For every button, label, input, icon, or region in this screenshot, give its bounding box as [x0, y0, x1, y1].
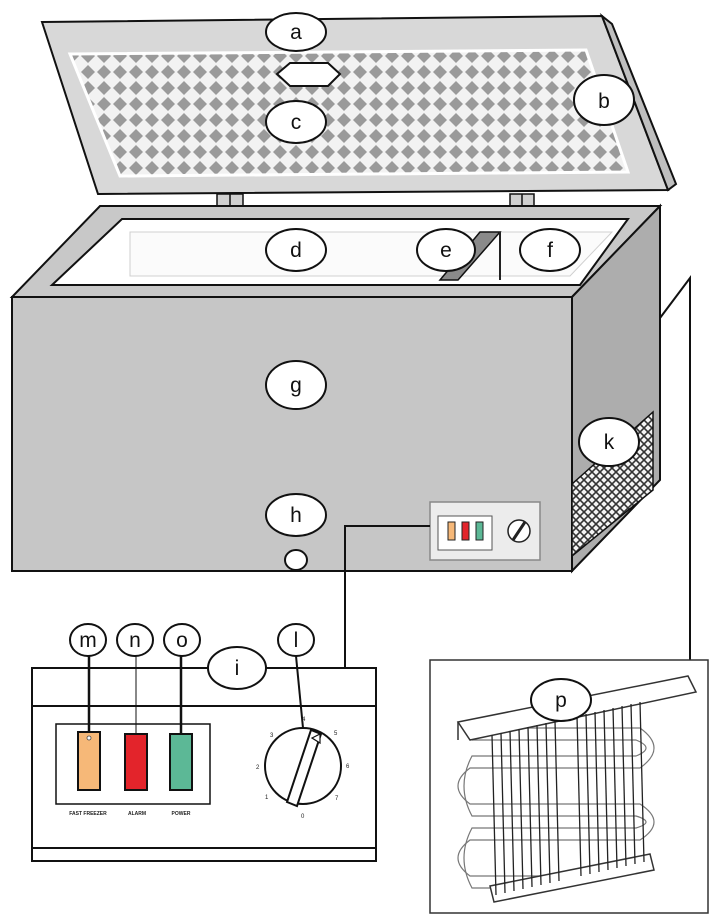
- svg-text:h: h: [290, 504, 302, 527]
- callout-e: e: [416, 228, 476, 272]
- knob-number-4: 4: [302, 717, 306, 723]
- lid: [40, 12, 678, 196]
- callout-o: o: [163, 623, 201, 657]
- drain-plug: [284, 549, 308, 571]
- svg-text:p: p: [555, 689, 567, 712]
- svg-text:g: g: [290, 374, 302, 397]
- callout-g: g: [265, 360, 327, 410]
- connector-line-i: [344, 525, 430, 670]
- label-alarm: ALARM: [128, 811, 146, 817]
- callout-n: n: [116, 623, 154, 657]
- knob-number-5: 5: [334, 731, 338, 737]
- knob-number-2: 2: [256, 765, 260, 771]
- callout-k: k: [578, 417, 640, 467]
- lid-handle: [275, 62, 342, 87]
- callout-b: b: [573, 74, 635, 126]
- svg-text:o: o: [176, 629, 188, 652]
- callout-i: i: [207, 646, 267, 690]
- connector-line-p: [659, 275, 691, 660]
- condenser-wires: [491, 701, 645, 896]
- label-fast-freezer: FAST FREEZER: [69, 811, 107, 817]
- lid-edge: [599, 12, 678, 192]
- small-indicator-alarm: [461, 521, 470, 541]
- callout-d: d: [265, 228, 327, 272]
- label-power: POWER: [172, 811, 191, 817]
- leader-l: [295, 655, 304, 729]
- knob-number-0: 0: [301, 814, 305, 820]
- thermostat-knob-handle: [285, 728, 323, 808]
- svg-text:k: k: [604, 431, 615, 454]
- svg-text:f: f: [547, 239, 553, 262]
- svg-text:a: a: [290, 21, 302, 44]
- svg-text:e: e: [440, 239, 452, 262]
- callout-h: h: [265, 493, 327, 537]
- condenser-bottom-rail: [489, 853, 655, 903]
- control-panel-detail: FAST FREEZER ALARM POWER 1 2 3 4 5 6 7 0: [31, 667, 377, 862]
- callout-f: f: [519, 228, 581, 272]
- condenser-coils: [457, 727, 655, 889]
- small-indicator-power: [475, 521, 484, 541]
- indicator-alarm: [124, 733, 148, 791]
- indicator-fast-freezer: [77, 731, 101, 791]
- callout-l: l: [277, 623, 315, 657]
- knob-number-6: 6: [346, 764, 350, 770]
- indicator-power: [169, 733, 193, 791]
- svg-text:m: m: [79, 629, 97, 652]
- small-indicator-fast-freezer: [447, 521, 456, 541]
- svg-text:d: d: [290, 239, 302, 262]
- svg-text:c: c: [291, 111, 302, 134]
- knob-number-7: 7: [335, 796, 339, 802]
- knob-number-1: 1: [265, 795, 269, 801]
- callout-p: p: [530, 678, 592, 722]
- callout-m: m: [69, 623, 107, 657]
- cabinet: [9, 203, 663, 574]
- small-control-panel: [429, 501, 541, 561]
- callout-a: a: [265, 12, 327, 52]
- knob-number-3: 3: [270, 733, 274, 739]
- svg-text:i: i: [235, 657, 240, 680]
- svg-text:l: l: [294, 629, 299, 652]
- svg-text:b: b: [598, 90, 610, 113]
- svg-text:n: n: [129, 629, 141, 652]
- lid-gasket-panel: [67, 48, 631, 178]
- callout-c: c: [265, 100, 327, 144]
